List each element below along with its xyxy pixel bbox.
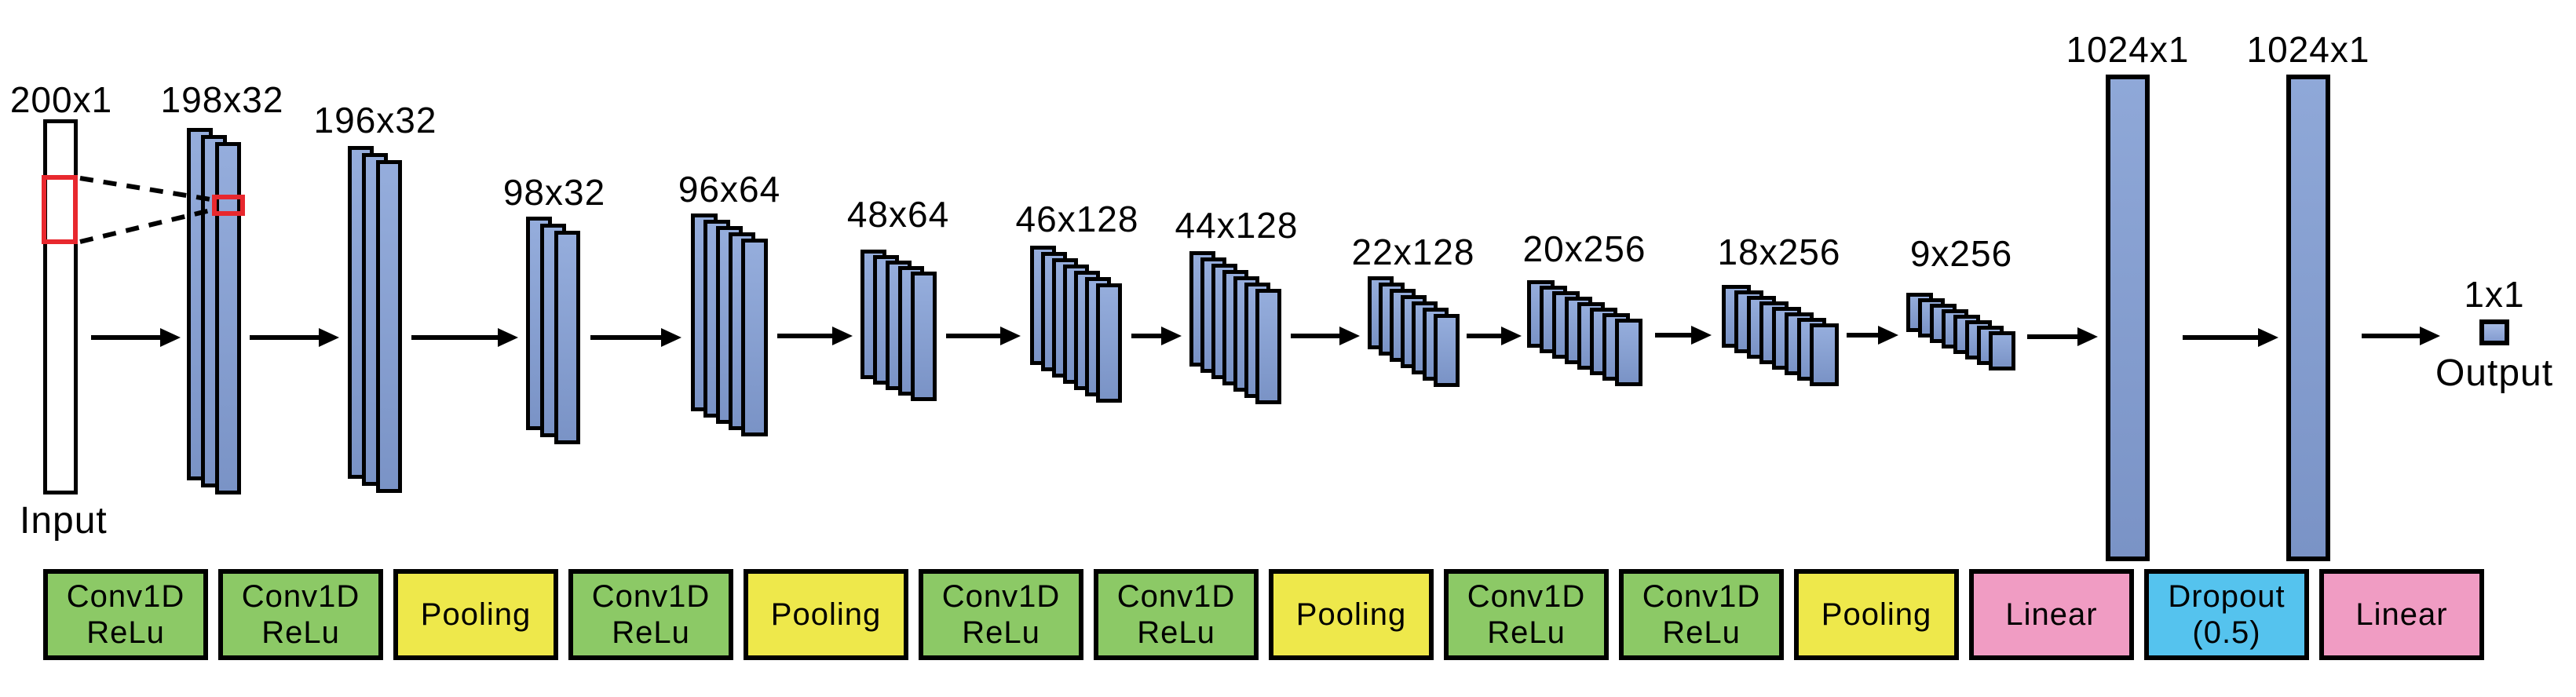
op-box-dropout: Dropout(0.5) xyxy=(2144,569,2309,660)
op-box-label-line1: Pooling xyxy=(1821,597,1932,632)
op-box-label-line2: ReLu xyxy=(86,615,165,650)
flow-arrow xyxy=(2027,334,2079,339)
flow-arrow xyxy=(1467,334,1503,338)
flow-arrow-head xyxy=(160,328,181,347)
op-box-linear: Linear xyxy=(1969,569,2134,660)
feature-map-size-label: 9x256 xyxy=(1909,233,2013,274)
flow-arrow-head xyxy=(498,328,518,347)
feature-map-bar xyxy=(554,231,580,444)
feature-map-bar xyxy=(911,272,937,401)
flow-arrow xyxy=(91,335,162,340)
flow-arrow-head xyxy=(1691,326,1712,345)
feature-map-bar xyxy=(1096,283,1122,403)
output-caption: Output xyxy=(2435,352,2554,394)
output-size-label: 1x1 xyxy=(2464,274,2525,315)
flow-arrow xyxy=(250,335,320,340)
feature-map-size-label: 98x32 xyxy=(502,172,606,213)
op-box-label-line2: ReLu xyxy=(1487,615,1566,650)
op-box-pool: Pooling xyxy=(393,569,558,660)
flow-arrow xyxy=(1847,333,1880,338)
feature-map-size-label: 20x256 xyxy=(1522,228,1646,269)
op-box-label-line1: Conv1D xyxy=(591,579,711,614)
feature-window-highlight xyxy=(212,195,245,216)
op-box-label-line2: (0.5) xyxy=(2192,615,2261,650)
fc-layer-size-label: 1024x1 xyxy=(2066,29,2190,70)
flow-arrow xyxy=(1291,334,1341,338)
flow-arrow xyxy=(2183,335,2260,340)
feature-map-bar xyxy=(1615,319,1642,386)
feature-map-bar xyxy=(215,142,241,494)
feature-map-bar xyxy=(1434,314,1460,387)
flow-arrow-head xyxy=(832,327,853,345)
feature-map-bar xyxy=(376,160,402,493)
op-box-label-line1: Pooling xyxy=(770,597,882,632)
flow-arrow-head xyxy=(2258,328,2278,347)
fc-layer-size-label: 1024x1 xyxy=(2246,29,2370,70)
flow-arrow-head xyxy=(319,328,339,347)
feature-map-bar xyxy=(741,239,768,436)
flow-arrow-head xyxy=(1339,327,1360,345)
flow-arrow xyxy=(946,334,1002,338)
flow-arrow-head xyxy=(2077,327,2098,346)
op-box-label-line2: ReLu xyxy=(261,615,340,650)
feature-map-size-label: 48x64 xyxy=(846,194,950,235)
flow-arrow xyxy=(1655,333,1693,338)
op-box-pool: Pooling xyxy=(1794,569,1959,660)
flow-arrow-head xyxy=(1161,327,1182,345)
flow-arrow xyxy=(1131,334,1163,338)
op-box-label-line1: Linear xyxy=(2355,597,2448,632)
op-box-label-line1: Conv1D xyxy=(1116,579,1236,614)
fc-layer-bar xyxy=(2286,75,2330,561)
feature-map-bar xyxy=(1255,289,1281,404)
op-box-label-line1: Conv1D xyxy=(241,579,360,614)
flow-arrow-head xyxy=(1000,327,1021,345)
flow-arrow-head xyxy=(661,328,681,347)
op-box-pool: Pooling xyxy=(1269,569,1434,660)
flow-arrow xyxy=(590,335,663,340)
op-box-label-line1: Conv1D xyxy=(941,579,1061,614)
input-window-highlight xyxy=(42,175,78,244)
op-box-linear: Linear xyxy=(2319,569,2484,660)
feature-map-size-label: 46x128 xyxy=(1015,199,1139,239)
op-box-pool: Pooling xyxy=(744,569,908,660)
feature-map-size-label: 44x128 xyxy=(1175,205,1299,246)
op-box-label-line1: Conv1D xyxy=(1642,579,1761,614)
flow-arrow xyxy=(777,334,834,338)
flow-arrow-head xyxy=(1878,326,1898,345)
flow-arrow-head xyxy=(2420,327,2440,345)
op-box-label-line2: ReLu xyxy=(612,615,690,650)
feature-map-bar xyxy=(1989,331,2015,370)
feature-map-size-label: 22x128 xyxy=(1351,232,1475,272)
feature-map-size-label: 198x32 xyxy=(160,79,284,120)
flow-arrow-head xyxy=(1501,327,1522,345)
op-box-label-line1: Pooling xyxy=(1295,597,1407,632)
op-box-label-line2: ReLu xyxy=(1662,615,1741,650)
op-box-label-line2: ReLu xyxy=(1137,615,1215,650)
input-signal-column xyxy=(43,119,78,494)
op-box-label-line1: Conv1D xyxy=(66,579,185,614)
feature-map-bar xyxy=(1810,323,1839,386)
op-box-label-line1: Linear xyxy=(2005,597,2098,632)
output-node xyxy=(2479,319,2509,345)
feature-map-size-label: 96x64 xyxy=(678,169,781,210)
op-box-label-line1: Pooling xyxy=(420,597,532,632)
op-box-label-line1: Dropout xyxy=(2168,579,2286,614)
input-size-label: 200x1 xyxy=(9,79,113,120)
flow-arrow xyxy=(2362,334,2421,338)
op-box-label-line1: Conv1D xyxy=(1467,579,1586,614)
fc-layer-bar xyxy=(2106,75,2150,561)
input-caption: Input xyxy=(20,500,108,542)
flow-arrow xyxy=(411,335,499,340)
op-box-label-line2: ReLu xyxy=(962,615,1040,650)
feature-map-size-label: 196x32 xyxy=(313,100,437,140)
feature-map-size-label: 18x256 xyxy=(1717,232,1841,272)
